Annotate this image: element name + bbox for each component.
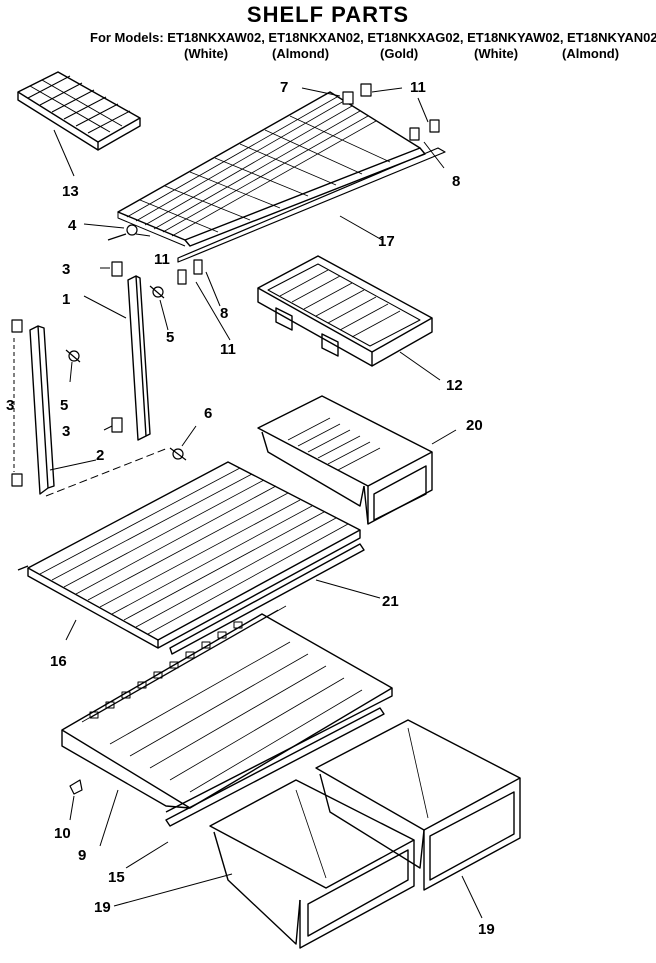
shelf-rail-left bbox=[29, 325, 55, 495]
callout-16: 16 bbox=[50, 653, 67, 670]
callout-8-top: 8 bbox=[452, 173, 460, 190]
shelf-rail-right bbox=[127, 275, 151, 441]
page-title: SHELF PARTS bbox=[246, 2, 410, 27]
callout-19-left: 19 bbox=[94, 899, 111, 916]
callout-5-left: 5 bbox=[60, 397, 68, 414]
callout-11-top: 11 bbox=[410, 79, 426, 96]
callout-5-mid: 5 bbox=[166, 329, 174, 346]
crisper-drawer-right bbox=[315, 719, 521, 891]
callout-7: 7 bbox=[280, 79, 288, 96]
callout-3-low: 3 bbox=[62, 423, 70, 440]
callout-12: 12 bbox=[446, 377, 463, 394]
crisper-drawer-left bbox=[209, 779, 415, 949]
callout-20: 20 bbox=[466, 417, 483, 434]
meat-tray bbox=[257, 255, 433, 367]
callout-2: 2 bbox=[96, 447, 104, 464]
glass-shelf bbox=[17, 461, 361, 649]
callout-9: 9 bbox=[78, 847, 86, 864]
callout-15: 15 bbox=[108, 869, 125, 886]
color-label-almond-1: (Almond) bbox=[272, 46, 330, 61]
callout-8-mid: 8 bbox=[220, 305, 228, 322]
color-label-gold: (Gold) bbox=[380, 46, 419, 61]
color-label-white-1: (White) bbox=[184, 46, 229, 61]
color-label-white-2: (White) bbox=[474, 46, 519, 61]
callout-13: 13 bbox=[62, 183, 79, 200]
callout-3-left: 3 bbox=[6, 397, 14, 414]
callout-6: 6 bbox=[204, 405, 212, 422]
callout-17: 17 bbox=[378, 233, 395, 250]
hardware-clips bbox=[11, 83, 440, 795]
shelf-trim-21 bbox=[169, 543, 365, 655]
callout-19-right: 19 bbox=[478, 921, 495, 938]
callout-11-mid: 11 bbox=[154, 251, 170, 268]
crisper-cover bbox=[61, 605, 393, 813]
cover-trim-15 bbox=[165, 707, 385, 827]
callout-11-low: 11 bbox=[220, 341, 236, 358]
upper-wire-shelf bbox=[117, 91, 446, 263]
leader-lines bbox=[13, 87, 483, 919]
crisper-drawer-small bbox=[257, 395, 433, 525]
callout-4: 4 bbox=[68, 217, 77, 234]
ice-tray bbox=[17, 71, 141, 151]
callout-10: 10 bbox=[54, 825, 71, 842]
callout-1: 1 bbox=[62, 291, 70, 308]
callout-3-top: 3 bbox=[62, 261, 70, 278]
callout-21: 21 bbox=[382, 593, 399, 610]
models-line: For Models: ET18NKXAW02, ET18NKXAN02, ET… bbox=[90, 30, 656, 45]
color-label-almond-2: (Almond) bbox=[562, 46, 620, 61]
